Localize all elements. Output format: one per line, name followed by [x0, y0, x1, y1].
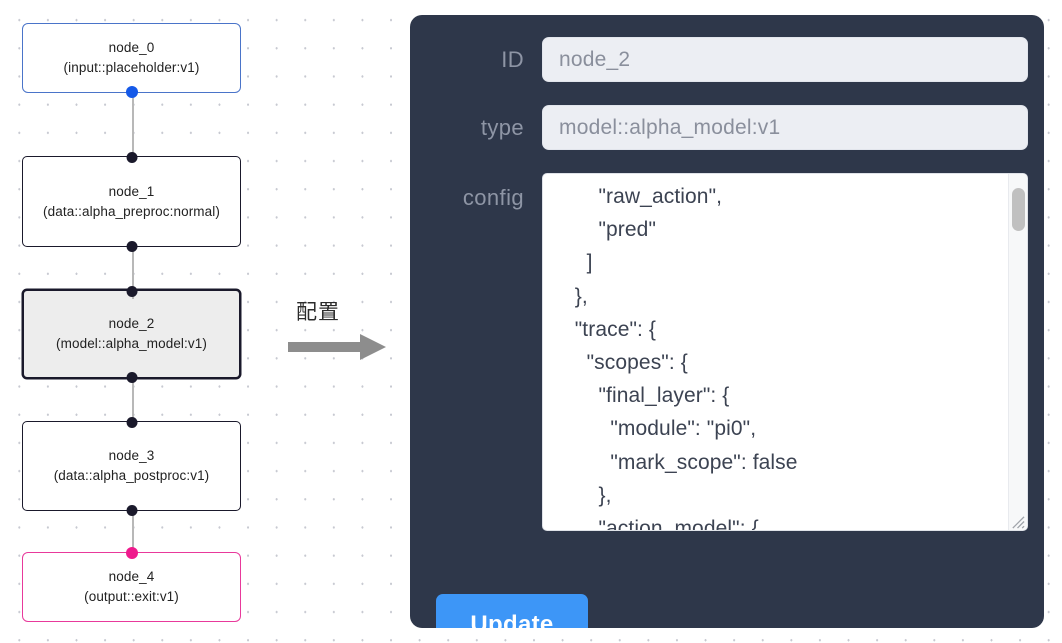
- node-handle-source[interactable]: [126, 371, 137, 383]
- type-input[interactable]: model::alpha_model:v1: [542, 105, 1028, 150]
- config-textarea-value[interactable]: "raw_action", "pred" ] }, "trace": { "sc…: [574, 185, 798, 530]
- graph-node-node_3[interactable]: node_3 (data::alpha_postproc:v1): [22, 416, 241, 516]
- resize-grip-icon[interactable]: [1010, 514, 1025, 529]
- field-row-type: type model::alpha_model:v1: [426, 105, 1028, 150]
- graph-node-node_1[interactable]: node_1 (data::alpha_preproc:normal): [22, 151, 241, 252]
- graph-node-subtitle: (model::alpha_model:v1): [56, 336, 207, 351]
- transition-label: 配置: [296, 300, 340, 324]
- graph-node-node_4[interactable]: node_4 (output::exit:v1): [22, 547, 241, 622]
- vertical-scrollbar[interactable]: [1008, 174, 1027, 530]
- graph-node-subtitle: (data::alpha_postproc:v1): [53, 468, 210, 483]
- graph-node-title: node_2: [108, 316, 155, 331]
- graph-node-subtitle: (data::alpha_preproc:normal): [43, 203, 220, 219]
- node-handle-source[interactable]: [126, 240, 137, 252]
- edge-node2-node3: [131, 374, 134, 426]
- graph-node-subtitle: (output::exit:v1): [84, 589, 179, 604]
- node-handle-target[interactable]: [126, 416, 137, 428]
- node-handle-target[interactable]: [126, 151, 137, 163]
- graph-node-title: node_4: [108, 569, 155, 584]
- node-handle-source[interactable]: [125, 86, 138, 98]
- transition-annotation: 配置: [288, 296, 398, 366]
- type-field-label: type: [480, 114, 524, 140]
- config-textarea[interactable]: "raw_action", "pred" ] }, "trace": { "sc…: [542, 173, 1028, 531]
- id-input[interactable]: node_2: [542, 37, 1028, 82]
- graph-node-title: node_0: [108, 40, 155, 55]
- graph-node-title: node_3: [108, 448, 155, 463]
- edge-node0-node1: [131, 92, 134, 162]
- id-field-label: ID: [501, 46, 524, 72]
- node-graph-canvas[interactable]: node_0 (input::placeholder:v1) node_1 (d…: [0, 0, 400, 643]
- graph-node-title: node_1: [108, 183, 155, 199]
- graph-node-subtitle: (input::placeholder:v1): [63, 60, 200, 75]
- edge-node1-node2: [131, 243, 134, 299]
- node-handle-target[interactable]: [126, 285, 137, 297]
- field-row-id: ID node_2: [426, 37, 1028, 82]
- update-button[interactable]: Update: [436, 594, 588, 628]
- field-row-config: config "raw_action", "pred" ] }, "trace"…: [426, 173, 1028, 531]
- graph-node-node_2[interactable]: node_2 (model::alpha_model:v1): [22, 285, 241, 383]
- node-handle-source[interactable]: [126, 504, 137, 516]
- config-field-label: config: [462, 185, 524, 210]
- right-arrow-icon: [288, 334, 398, 365]
- scrollbar-thumb[interactable]: [1012, 188, 1025, 231]
- graph-node-node_0[interactable]: node_0 (input::placeholder:v1): [22, 23, 241, 98]
- node-handle-target[interactable]: [125, 547, 138, 559]
- node-config-panel: ID node_2 type model::alpha_model:v1 con…: [410, 15, 1044, 628]
- edge-node3-node4: [131, 507, 134, 555]
